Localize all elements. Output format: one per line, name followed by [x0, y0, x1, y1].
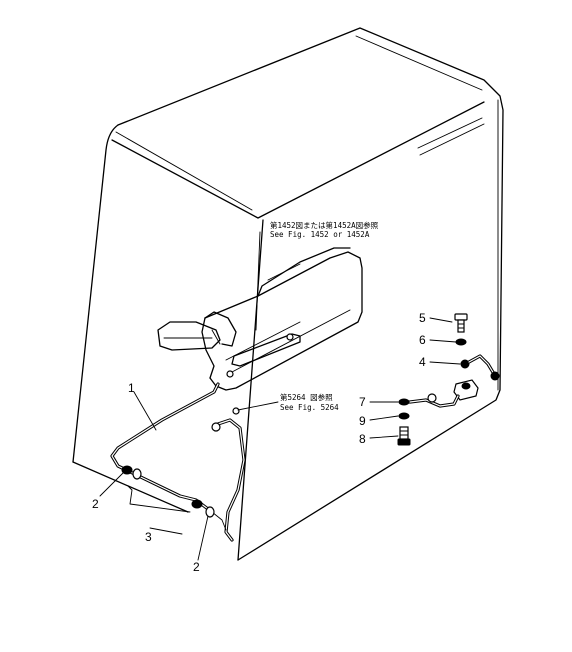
callout-7: 7: [359, 395, 366, 409]
harness-pipe: [110, 382, 246, 542]
cab-body: [72, 27, 504, 561]
hose-part-7: [398, 393, 460, 408]
note-lower-line1: 第5264 図参照: [280, 392, 333, 402]
clamp-right: [191, 499, 215, 518]
callout-8: 8: [359, 432, 366, 446]
callout-4: 4: [419, 355, 426, 369]
note-lower: 第5264 図参照 See Fig. 5264: [280, 392, 339, 412]
callout-numbers: 1 2 2 3 4 5 6 7 8 9: [92, 311, 426, 574]
callout-2-right: 2: [193, 560, 200, 574]
clamp-left: [121, 465, 142, 480]
note-upper-line1: 第1452図または第1452A図参照: [270, 220, 379, 230]
note-lower-line2: See Fig. 5264: [280, 403, 339, 412]
washer-part-6: [455, 338, 467, 346]
bolt-part-5: [454, 313, 468, 333]
callout-9: 9: [359, 414, 366, 428]
callout-2-left: 2: [92, 497, 99, 511]
callout-6: 6: [419, 333, 426, 347]
leader-lines: [99, 231, 461, 561]
callout-1: 1: [128, 381, 135, 395]
callout-3: 3: [145, 530, 152, 544]
cab-console: [157, 247, 363, 391]
washer-part-9: [398, 412, 410, 420]
bolt-part-8: [397, 426, 411, 446]
callout-5: 5: [419, 311, 426, 325]
note-upper: 第1452図または第1452A図参照 See Fig. 1452 or 1452…: [270, 220, 379, 239]
hose-part-4: [453, 354, 500, 401]
note-upper-line2: See Fig. 1452 or 1452A: [270, 230, 370, 239]
